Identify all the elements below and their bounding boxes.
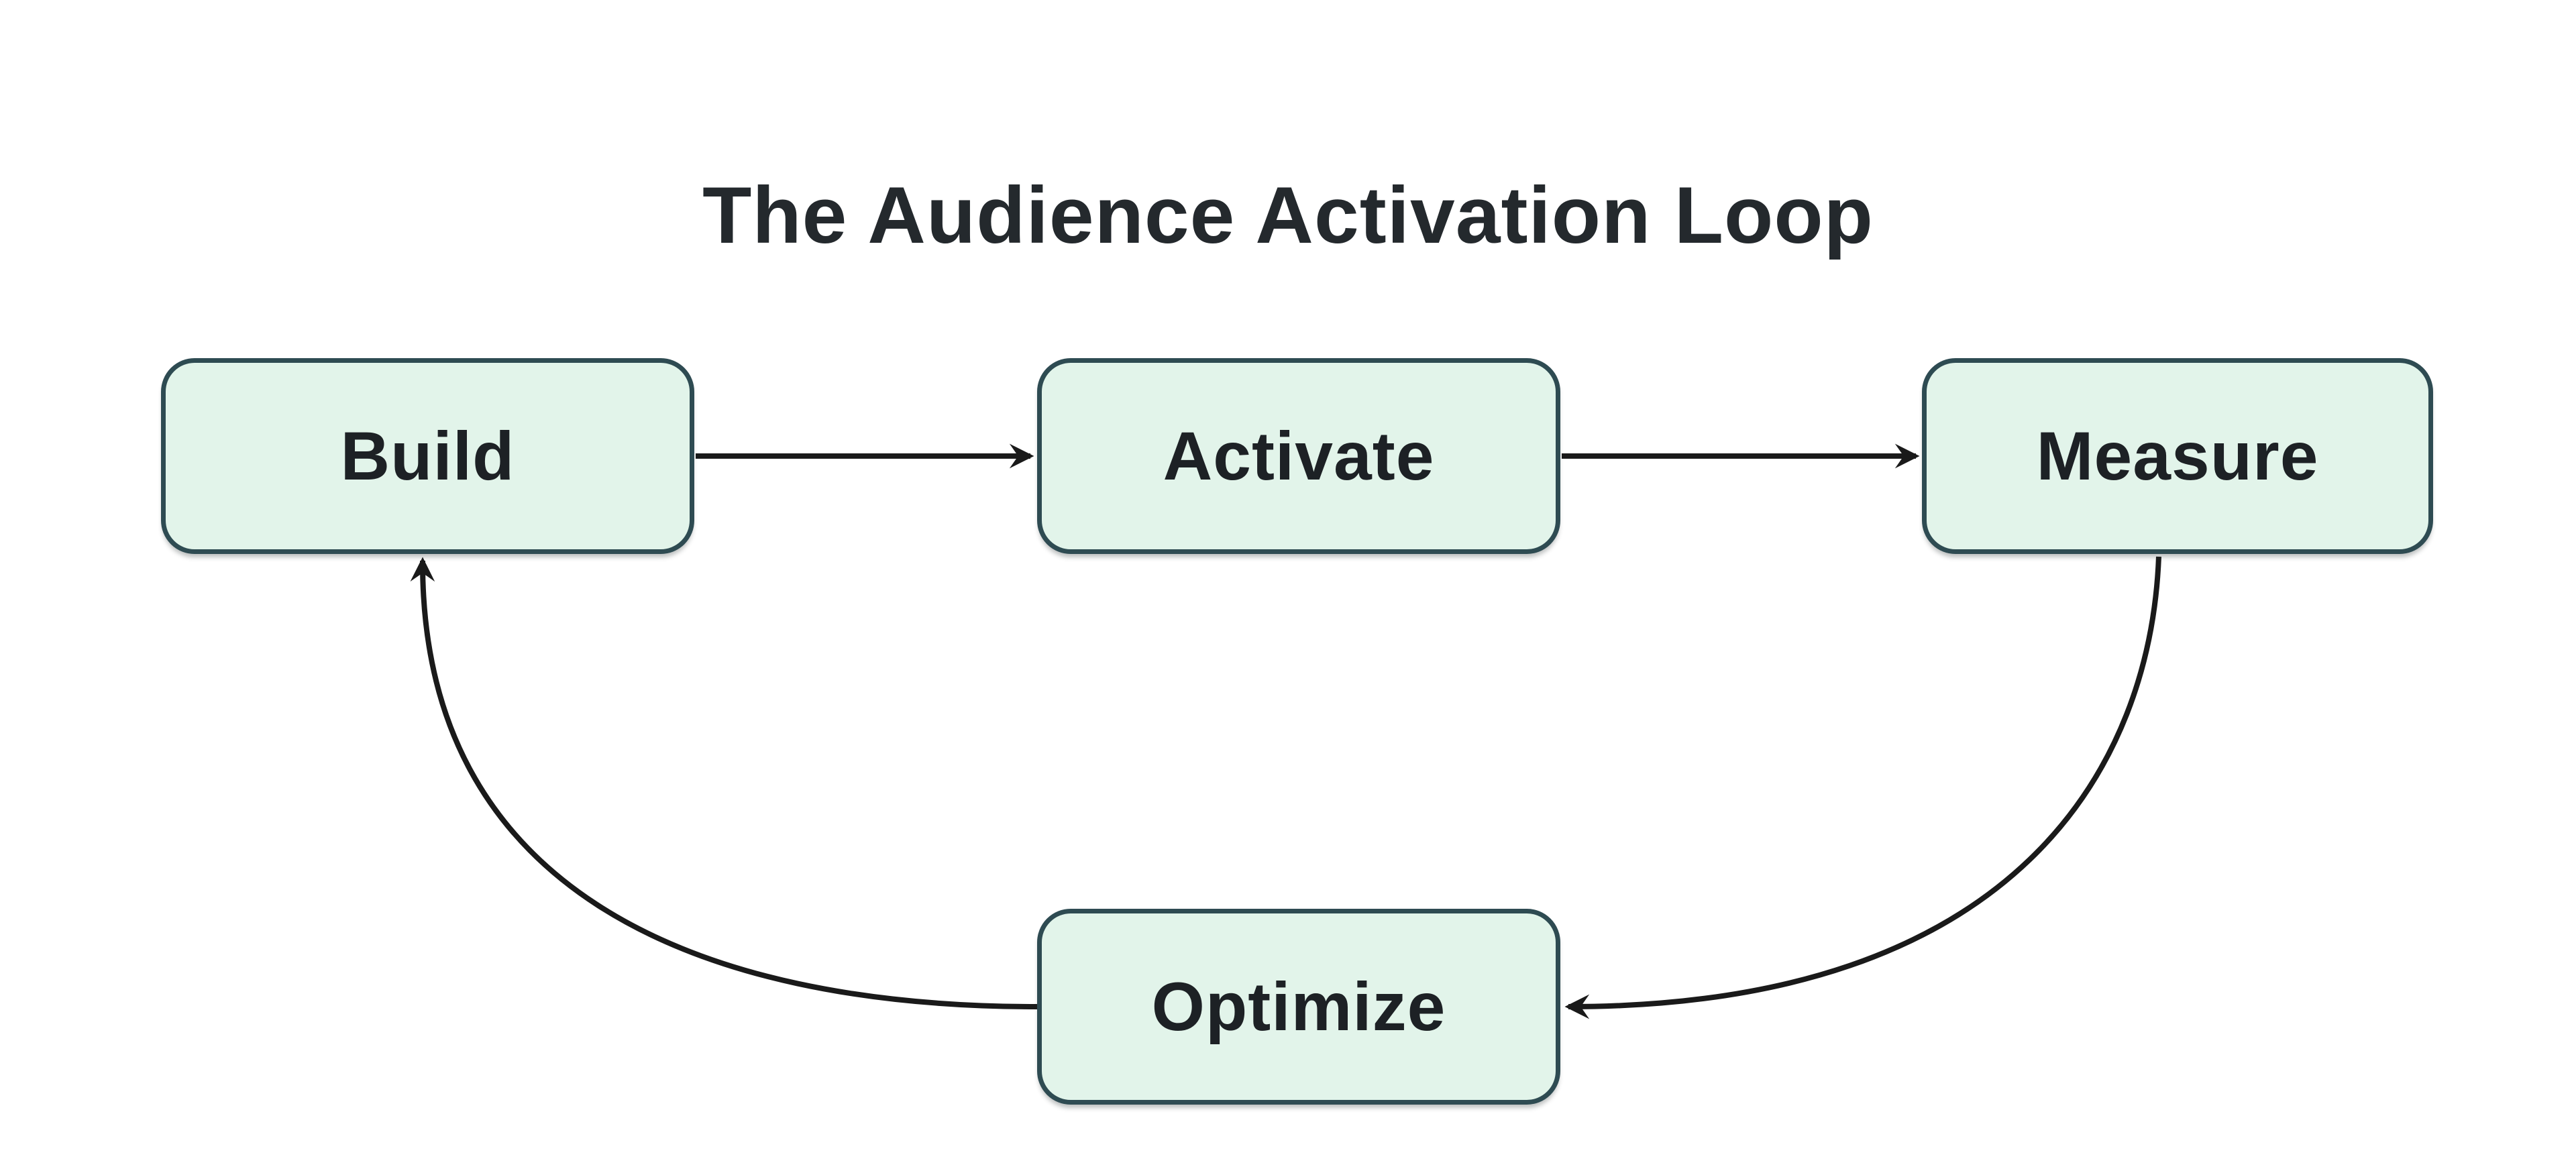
node-measure-label: Measure — [2036, 417, 2319, 494]
node-build-label: Build — [340, 417, 515, 494]
diagram-title: The Audience Activation Loop — [702, 170, 1874, 261]
node-activate-label: Activate — [1163, 417, 1435, 494]
node-optimize: Optimize — [1037, 909, 1560, 1105]
node-build: Build — [161, 358, 694, 554]
node-measure: Measure — [1922, 358, 2433, 554]
node-activate: Activate — [1037, 358, 1560, 554]
edge-optimize-to-build — [410, 557, 1038, 1009]
edge-measure-to-optimize — [1564, 556, 2161, 1019]
node-optimize-label: Optimize — [1151, 968, 1446, 1045]
